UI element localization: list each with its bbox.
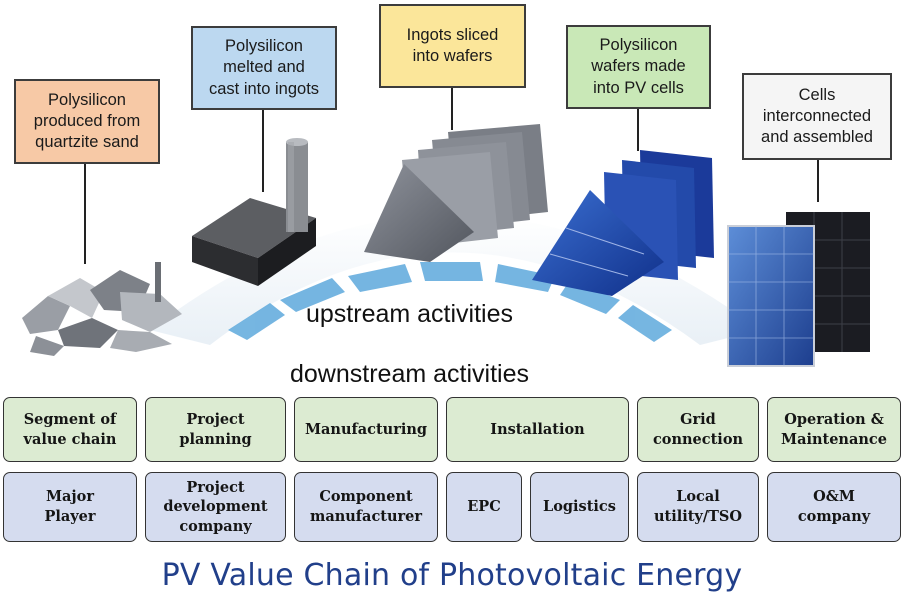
downstream-label: downstream activities (290, 360, 529, 388)
player-logistics: Logistics (530, 472, 629, 542)
step-box-quartz: Polysilicon produced from quartzite sand (14, 79, 160, 164)
player-local-utility: Local utility/TSO (637, 472, 759, 542)
upstream-label: upstream activities (306, 300, 514, 328)
segment-header-cell: Segment of value chain (3, 397, 137, 462)
player-component-manufacturer: Component manufacturer (294, 472, 438, 542)
quartz-rocks-icon (22, 262, 182, 356)
segment-manufacturing: Manufacturing (294, 397, 438, 462)
solar-panels-icon (727, 212, 870, 367)
connector-quartz (84, 164, 86, 264)
connector-modules (817, 160, 819, 202)
player-header-cell: Major Player (3, 472, 137, 542)
step-box-cells: Polysilicon wafers made into PV cells (566, 25, 711, 109)
silicon-ingot-icon (192, 138, 316, 286)
pv-cells-icon (532, 150, 714, 296)
connector-cells (637, 109, 639, 151)
player-project-development: Project development company (145, 472, 286, 542)
segment-installation: Installation (446, 397, 629, 462)
segment-grid-connection: Grid connection (637, 397, 759, 462)
segment-project-planning: Project planning (145, 397, 286, 462)
connector-wafer (451, 88, 453, 130)
connector-ingot (262, 110, 264, 192)
step-box-ingot: Polysilicon melted and cast into ingots (191, 26, 337, 110)
step-box-wafer: Ingots sliced into wafers (379, 4, 526, 88)
diagram-title: PV Value Chain of Photovoltaic Energy (161, 558, 743, 593)
player-om-company: O&M company (767, 472, 901, 542)
segment-operation-maintenance: Operation & Maintenance (767, 397, 901, 462)
wafers-icon (364, 124, 548, 262)
flow-chevrons (228, 262, 672, 342)
player-epc: EPC (446, 472, 522, 542)
step-box-modules: Cells interconnected and assembled (742, 73, 892, 160)
